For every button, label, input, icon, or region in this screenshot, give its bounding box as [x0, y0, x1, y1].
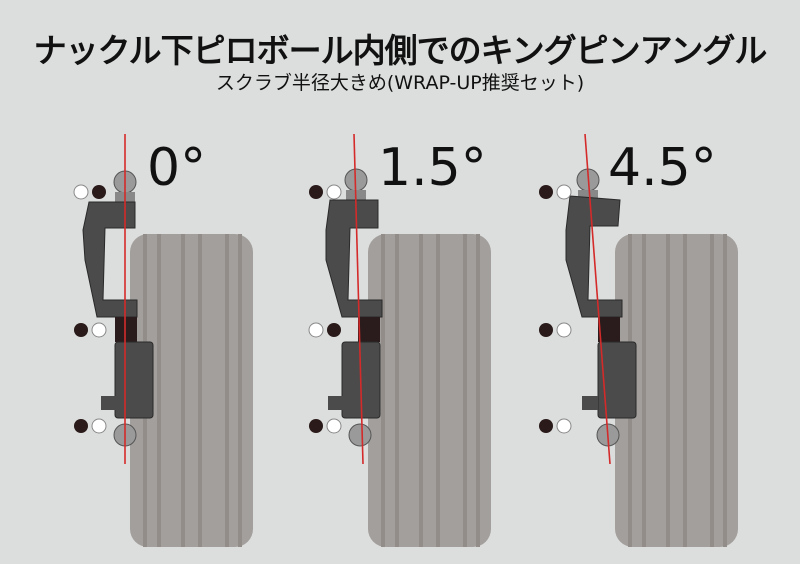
knuckle-tire-illustration	[308, 133, 491, 547]
kingpin-panel-2: 4.5°	[520, 110, 760, 560]
kingpin-panel-1: 1.5°	[290, 110, 530, 560]
knuckle-tire-illustration	[73, 134, 253, 547]
knuckle-tire-illustration	[539, 133, 738, 547]
angle-label: 4.5°	[608, 138, 717, 198]
tire	[130, 234, 253, 547]
diagram-subtitle: スクラブ半径大きめ(WRAP-UP推奨セット)	[215, 72, 585, 94]
kingpin-panel-0: 0°	[55, 110, 295, 560]
angle-label: 0°	[147, 138, 207, 198]
angle-label: 1.5°	[378, 138, 487, 198]
diagram-title: ナックル下ピロボール内側でのキングピンアングル	[33, 31, 768, 70]
